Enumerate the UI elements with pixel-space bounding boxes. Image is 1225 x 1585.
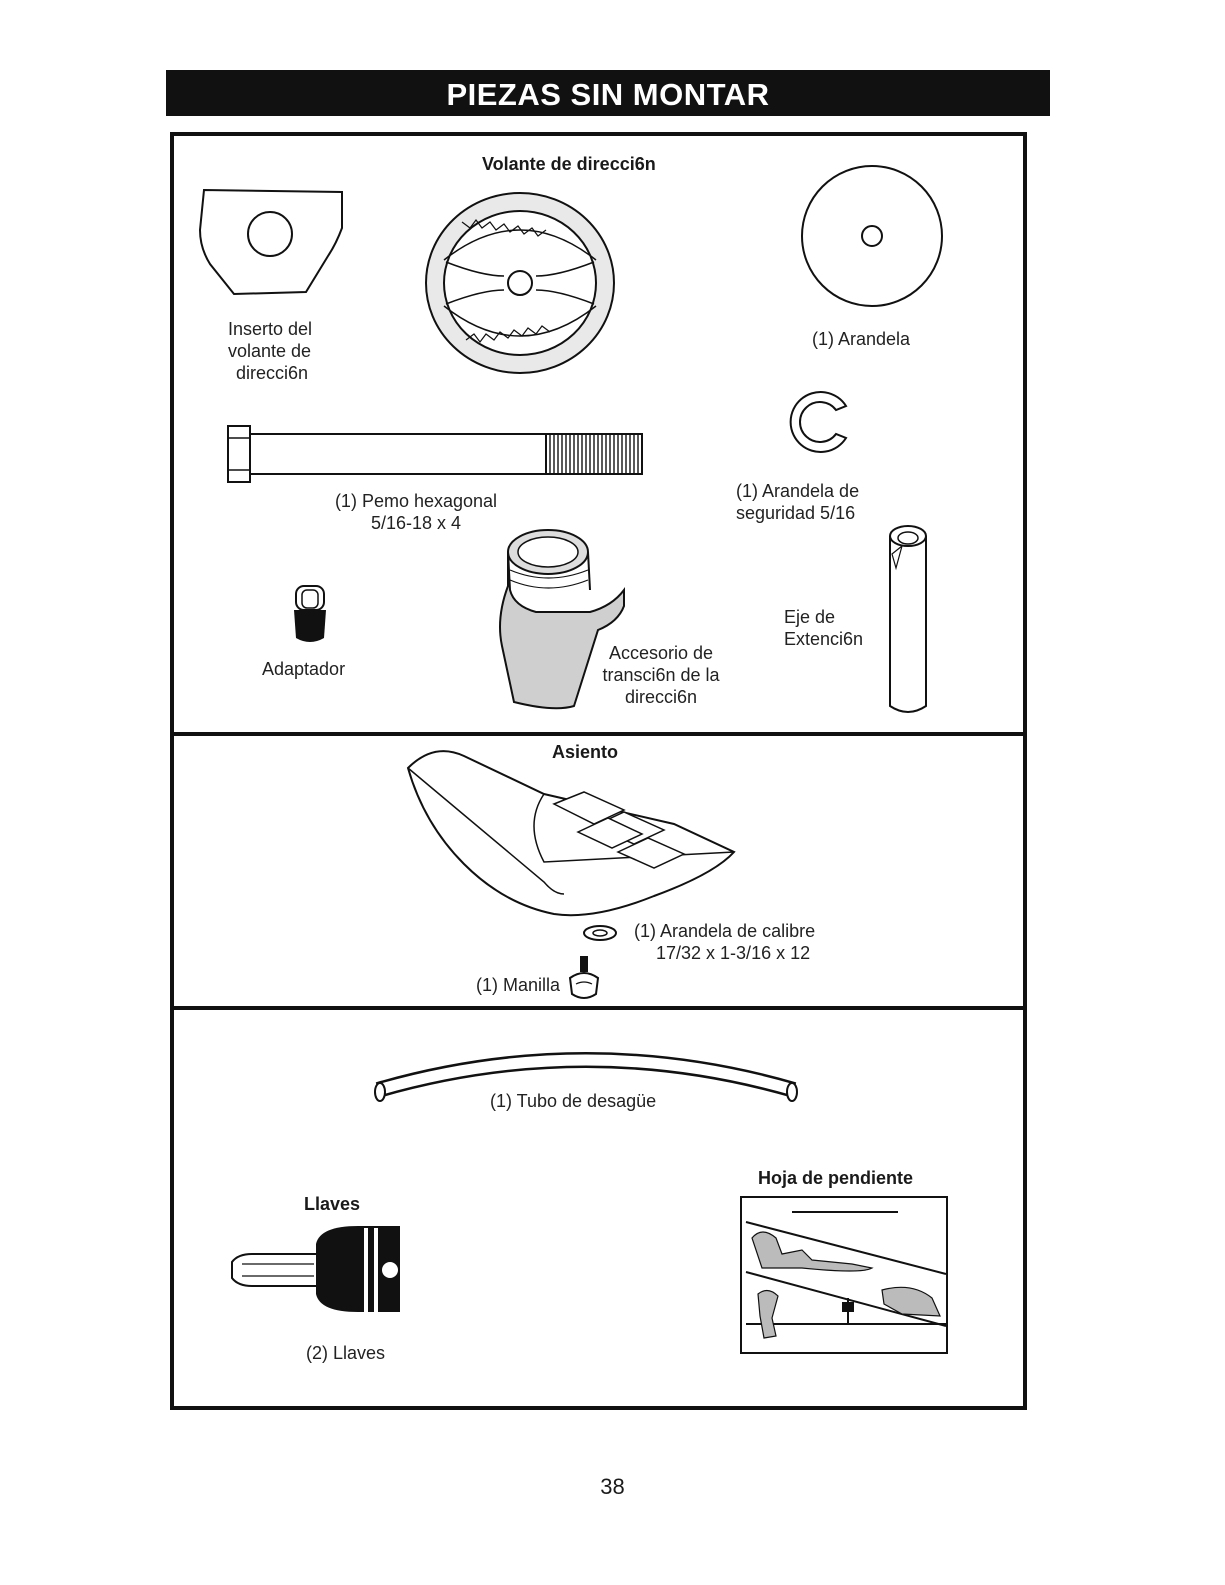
steering-transition-icon	[499, 529, 625, 710]
steering-transition-label: Accesorio de transci6n de la direcci6n	[596, 642, 726, 708]
extension-shaft-label-line: Extenci6n	[784, 629, 864, 649]
steering-transition-label-line: transci6n de la	[602, 665, 720, 685]
washer-icon	[801, 165, 943, 307]
lock-washer-label: (1) Arandela de seguridad 5/16	[736, 480, 859, 524]
keys-label: (2) Llaves	[306, 1343, 386, 1363]
knob-label: (1) Manilla	[476, 975, 561, 995]
keys-title: Llaves	[304, 1194, 361, 1214]
section-steering-parts	[170, 132, 1027, 736]
gauge-washer-icon	[583, 925, 617, 941]
steering-wheel-insert-icon	[198, 188, 343, 296]
adapter-label: Adaptador	[262, 659, 346, 679]
insert-label-line: volante de	[228, 341, 312, 361]
lock-washer-icon	[789, 391, 848, 453]
slope-sheet-image	[740, 1196, 948, 1354]
page-title: PIEZAS SIN MONTAR	[166, 70, 1050, 116]
adapter-icon	[294, 585, 326, 642]
hex-bolt-icon	[227, 425, 643, 483]
steering-transition-label-line: Accesorio de	[608, 643, 714, 663]
washer-label: (1) Arandela	[812, 329, 911, 349]
steering-wheel-title: Volante de direcci6n	[482, 154, 656, 174]
page-number: 38	[600, 1474, 625, 1499]
extension-shaft-label: Eje de Extenci6n	[784, 606, 863, 650]
key-icon	[231, 1226, 400, 1312]
slope-sheet-title: Hoja de pendiente	[758, 1168, 914, 1188]
hex-bolt-label-line: 5/16-18 x 4	[370, 513, 462, 533]
hex-bolt-label-line: (1) Pemo hexagonal	[334, 491, 498, 511]
lock-washer-label-line: (1) Arandela de	[736, 481, 860, 501]
hex-bolt-label: (1) Pemo hexagonal 5/16-18 x 4	[316, 490, 516, 534]
section-misc-parts	[170, 1006, 1027, 1410]
seat-title: Asiento	[552, 742, 619, 762]
insert-label-line: direcci6n	[236, 363, 309, 383]
steering-wheel-icon	[425, 192, 615, 374]
drain-tube-label: (1) Tubo de desagüe	[490, 1091, 657, 1111]
gauge-washer-label-line: 17/32 x 1-3/16 x 12	[656, 943, 811, 963]
gauge-washer-label-line: (1) Arandela de calibre	[634, 921, 816, 941]
gauge-washer-label: (1) Arandela de calibre 17/32 x 1-3/16 x…	[634, 920, 815, 964]
extension-shaft-icon	[889, 525, 927, 713]
insert-label-line: Inserto del	[228, 319, 313, 339]
knob-icon	[568, 956, 600, 999]
seat-icon	[406, 750, 736, 917]
steering-transition-label-line: direcci6n	[624, 687, 698, 707]
drain-tube-icon	[374, 1052, 798, 1102]
lock-washer-label-line: seguridad 5/16	[736, 503, 856, 523]
insert-label: Inserto del volante de direcci6n	[228, 318, 312, 384]
extension-shaft-label-line: Eje de	[784, 607, 836, 627]
slope-sheet-illustration	[745, 1211, 947, 1339]
